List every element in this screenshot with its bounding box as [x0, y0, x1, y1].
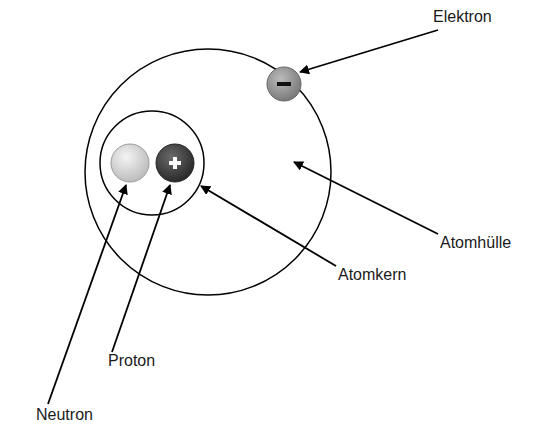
part-label: Proton	[108, 352, 155, 370]
neutron-sphere	[111, 144, 149, 182]
atom-shell	[85, 49, 331, 295]
atom-nucleus	[100, 111, 204, 215]
part-label: Neutron	[36, 406, 93, 424]
leader-arrow	[294, 162, 438, 234]
proton-sphere	[156, 144, 194, 182]
part-label: Atomkern	[338, 266, 406, 284]
leader-arrow	[112, 185, 170, 352]
part-label: Atomhülle	[440, 234, 511, 252]
leader-arrow	[201, 186, 336, 266]
leader-arrow	[48, 185, 126, 404]
minus-symbol	[277, 82, 291, 86]
leader-arrow	[300, 30, 438, 72]
part-label: Elektron	[433, 8, 492, 26]
electron-sphere	[267, 67, 301, 101]
plus-symbol	[173, 157, 177, 169]
